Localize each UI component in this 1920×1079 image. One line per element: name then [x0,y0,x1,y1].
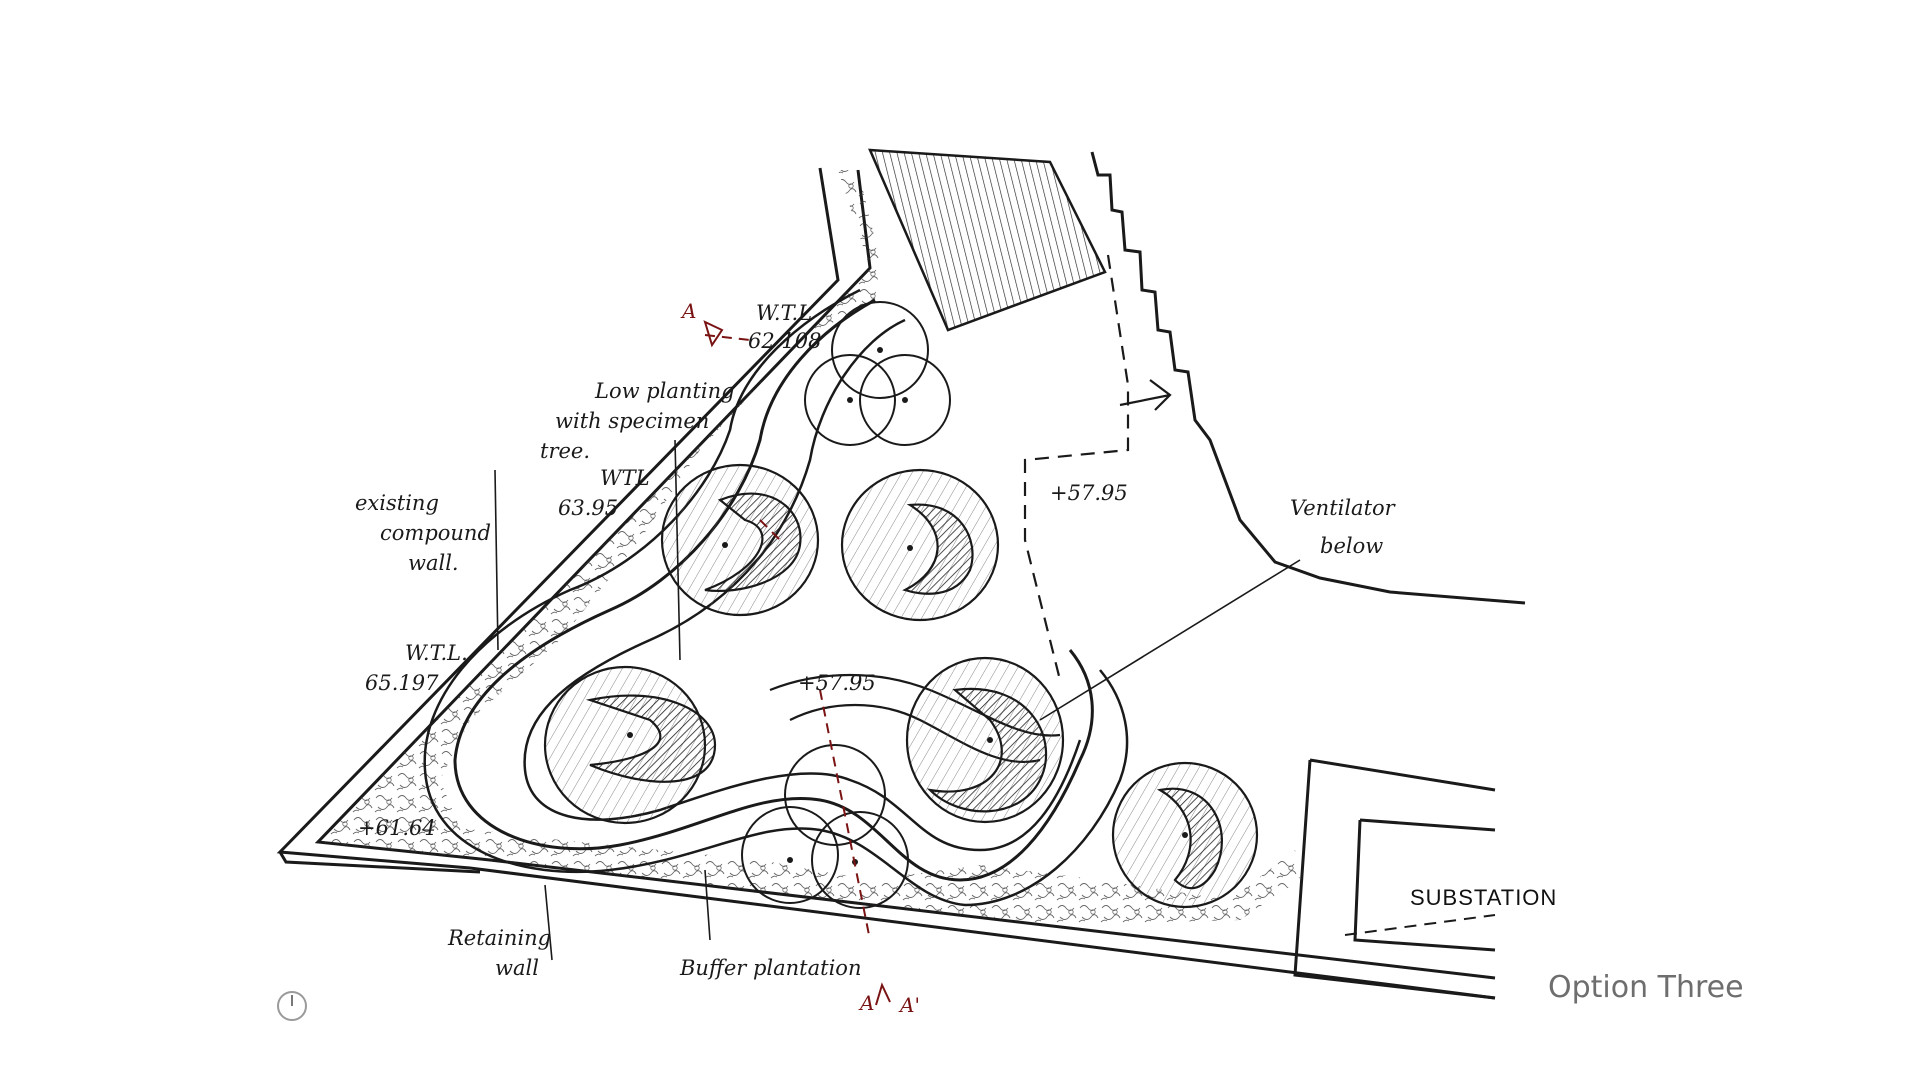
level-left: +61.64 [358,816,436,840]
wtl-label-top: W.T.L [756,301,812,325]
compound-wall-line-3: wall. [408,551,459,575]
compound-wall-line-1: existing [355,491,439,515]
wtl-label-mid: WTL [600,466,650,490]
ventilator-line-2: below [1320,534,1383,558]
leader-lines [494,439,1301,961]
slide-indicator-icon[interactable] [277,991,307,1021]
buffer-plantation-label: Buffer plantation [679,956,861,980]
section-line [704,334,871,941]
section-arrow-top-icon [703,320,724,348]
direction-arrow-icon [1119,379,1172,411]
substation-dashed-line [1344,914,1496,936]
ventilator-line-1: Ventilator [1290,496,1397,520]
retaining-wall-line-2: wall [495,956,539,980]
slide-caption: Option Three [1548,970,1744,1005]
ventilator-outline [1023,254,1130,681]
compound-wall-line-2: compound [380,521,491,545]
tree-canopies [741,301,951,909]
section-marker-top: A [680,299,696,323]
building-edge [1090,151,1526,605]
level-center: +57.95 [798,671,876,695]
wtl-value-top: 62.108 [748,329,821,353]
wtl-value-mid: 63.95 [558,496,618,520]
wtl-label-low: W.T.L. [405,641,468,665]
buffer-planting-band [318,170,1300,925]
section-arrow-bottom-icon [875,982,891,1006]
low-planting-line-2: with specimen [555,409,709,433]
substation-label: SUBSTATION [1410,885,1557,910]
section-marker-bottom-a-prime: A' [898,993,920,1017]
substation-block [1293,758,1496,1000]
retaining-wall-line-1: Retaining [447,926,551,950]
level-upper: +57.95 [1050,481,1128,505]
low-planting-line-1: Low planting [594,379,735,403]
entry-steps [868,148,1107,332]
low-planting-line-3: tree. [540,439,590,463]
wtl-value-low: 65.197 [365,671,439,695]
section-marker-bottom-a: A [858,991,874,1015]
planting-mounds [543,463,1259,909]
